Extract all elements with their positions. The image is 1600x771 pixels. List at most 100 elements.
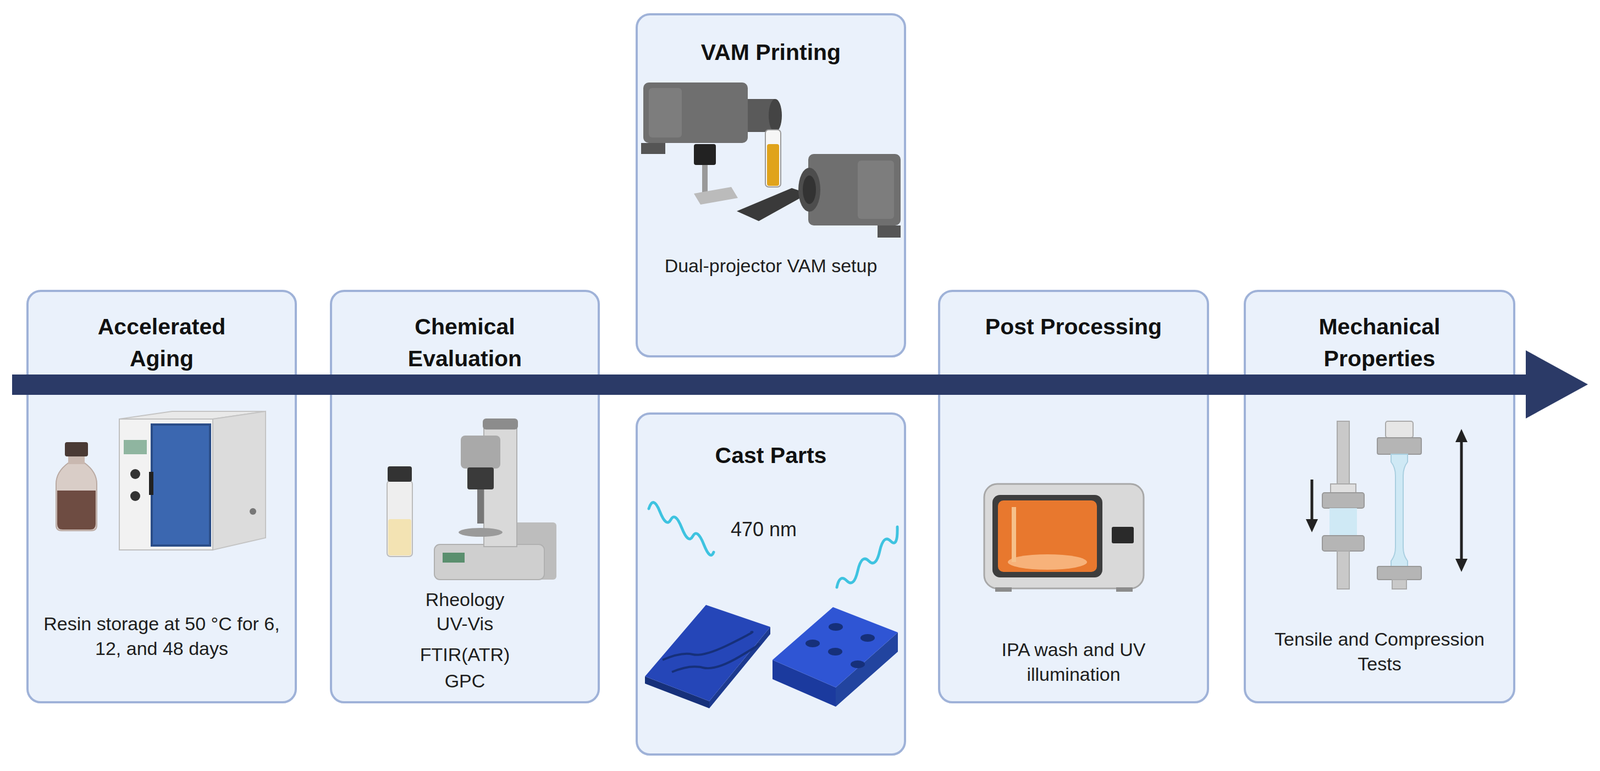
rheometer-icon xyxy=(467,467,494,490)
timeline-arrow xyxy=(12,374,1528,395)
oven-icon xyxy=(130,490,141,501)
box-text: Tensile and Compression Tests xyxy=(1255,626,1504,677)
oven-icon xyxy=(123,439,147,455)
compression-test xyxy=(1337,421,1350,485)
sample-vial xyxy=(388,519,412,556)
rheometer-icon xyxy=(442,552,465,563)
tensile-test xyxy=(1392,579,1407,589)
oven-icon xyxy=(119,411,266,419)
text-slot: Dual-projector VAM setup xyxy=(646,253,896,279)
text-slot: FTIR(ATR) xyxy=(344,641,587,668)
text-slot: Accelerated Aging xyxy=(70,310,253,375)
cast-block xyxy=(772,659,836,707)
rheometer-icon xyxy=(477,489,484,524)
resin-bottle xyxy=(56,442,97,531)
cast-plate xyxy=(644,604,771,702)
text-slot: Tensile and Compression Tests xyxy=(1255,626,1504,677)
text-slot: GPC xyxy=(344,667,587,694)
compression-test xyxy=(1330,483,1356,494)
box-text: GPC xyxy=(344,667,587,694)
projector-left xyxy=(747,98,776,132)
uv-chamber xyxy=(1111,526,1134,544)
compression-test xyxy=(1305,421,1365,589)
uv-chamber xyxy=(1007,554,1088,570)
text-slot: Rheology xyxy=(344,586,587,613)
stage-box: Post ProcessingIPA wash and UV illuminat… xyxy=(938,289,1210,704)
projector-right xyxy=(857,160,895,219)
text-slot: UV-Vis xyxy=(344,610,587,637)
rheometer-icon xyxy=(460,435,501,469)
box-title: VAM Printing xyxy=(649,36,892,69)
stage-box: Cast Parts 470 nm xyxy=(635,412,907,756)
text-slot: IPA wash and UV illumination xyxy=(958,637,1190,687)
projector-left xyxy=(641,142,666,154)
resin-bottle xyxy=(57,490,96,530)
cast-block xyxy=(828,647,843,656)
projector-right xyxy=(798,153,901,238)
oven-icon xyxy=(249,508,257,515)
uv-chamber xyxy=(1116,587,1133,592)
vam-stage xyxy=(693,186,738,205)
light-wave xyxy=(648,502,898,588)
box-title: Mechanical Properties xyxy=(1288,310,1471,375)
vam-stage xyxy=(767,144,780,186)
sample-vial xyxy=(387,480,413,557)
box-title: Chemical Evaluation xyxy=(374,310,556,375)
compression-test xyxy=(1329,508,1357,536)
tensile-test xyxy=(1377,437,1422,455)
tensile-test xyxy=(1455,558,1468,572)
resin-bottle xyxy=(68,455,85,465)
text-slot: Chemical Evaluation xyxy=(374,310,556,375)
cast-plate xyxy=(709,626,771,709)
vam-stage xyxy=(702,164,708,193)
vam-stage xyxy=(693,129,809,222)
cast-plate xyxy=(671,643,759,672)
box-text: IPA wash and UV illumination xyxy=(958,637,1190,687)
light-wave xyxy=(836,526,898,588)
stage-box: Accelerated AgingResin storage at 50 °C … xyxy=(26,289,297,704)
box-text: 470 nm xyxy=(719,516,808,542)
box-title: Cast Parts xyxy=(649,439,892,472)
resin-bottle xyxy=(64,442,88,457)
projector-left xyxy=(648,87,682,138)
box-text: UV-Vis xyxy=(344,610,587,637)
uv-chamber xyxy=(1011,506,1017,562)
box-text: Rheology xyxy=(344,586,587,613)
vam-stage xyxy=(693,144,716,165)
projector-left xyxy=(641,82,782,154)
oven-icon xyxy=(119,418,213,550)
text-slot: Cast Parts xyxy=(649,439,892,472)
projector-left xyxy=(768,98,782,132)
compression-test xyxy=(1337,550,1350,589)
cast-plate xyxy=(662,631,753,660)
tensile-test xyxy=(1460,439,1464,561)
rheometer-icon xyxy=(434,418,557,580)
text-slot: VAM Printing xyxy=(649,36,892,69)
cast-plate xyxy=(644,604,771,709)
uv-chamber xyxy=(995,587,1012,592)
oven-icon xyxy=(119,411,266,550)
uv-chamber xyxy=(984,483,1144,592)
text-slot: Post Processing xyxy=(983,310,1165,343)
box-text: FTIR(ATR) xyxy=(344,641,587,668)
rheometer-icon xyxy=(511,522,557,580)
projector-right xyxy=(802,175,816,204)
projector-right xyxy=(808,153,901,226)
box-text: Resin storage at 50 °C for 6, 12, and 48… xyxy=(34,611,289,661)
tensile-test xyxy=(1377,566,1422,580)
cast-block xyxy=(860,633,875,642)
text-slot: Mechanical Properties xyxy=(1288,310,1471,375)
oven-icon xyxy=(212,411,266,550)
box-text: Dual-projector VAM setup xyxy=(646,253,896,279)
compression-test xyxy=(1322,492,1365,509)
text-slot: 470 nm xyxy=(719,516,808,542)
cast-block xyxy=(805,639,820,648)
tensile-test xyxy=(1377,421,1468,589)
sample-vial xyxy=(387,466,412,482)
vam-stage xyxy=(736,188,809,222)
projector-right xyxy=(798,167,821,212)
text-slot: Resin storage at 50 °C for 6, 12, and 48… xyxy=(34,611,289,661)
box-title: Accelerated Aging xyxy=(70,310,253,375)
compression-test xyxy=(1310,479,1314,522)
